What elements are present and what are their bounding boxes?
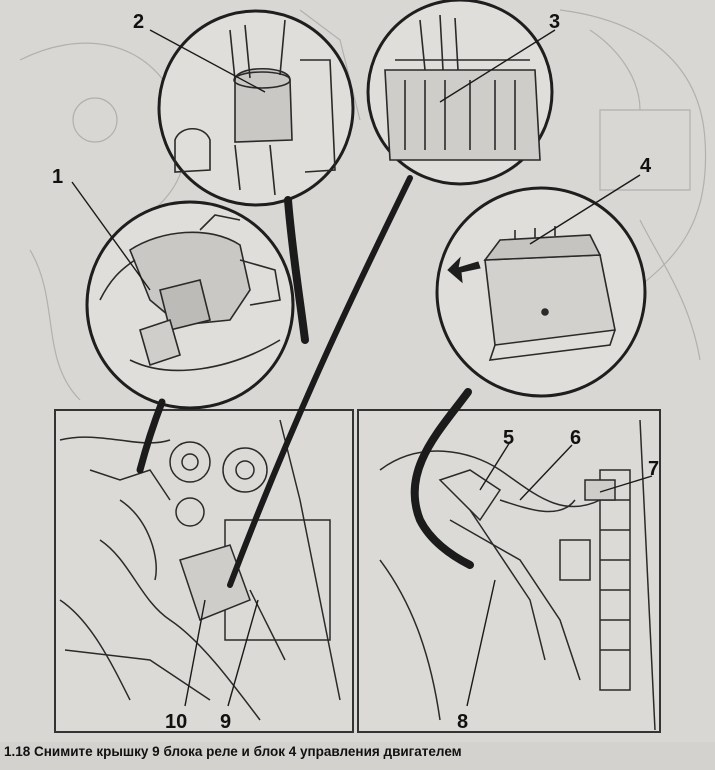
callout-7: 7: [648, 458, 659, 480]
detail-circle-4: [435, 186, 647, 398]
callout-5: 5: [503, 427, 514, 449]
arrow-icon: [447, 256, 481, 284]
callout-2: 2: [133, 11, 144, 33]
lower-left-panel: [54, 409, 354, 733]
detail-circle-3: [366, 0, 554, 186]
detail-circle-1: [85, 200, 295, 410]
background-engine-art: [19, 9, 707, 401]
callout-4: 4: [640, 155, 652, 177]
lower-right-panel: [357, 409, 661, 733]
callout-9: 9: [220, 711, 231, 733]
leader-lines: [71, 29, 653, 707]
callout-10: 10: [165, 711, 187, 733]
detail-circle-2: [157, 9, 355, 207]
callout-6: 6: [570, 427, 581, 449]
caption-background: [0, 742, 715, 770]
callout-8: 8: [457, 711, 468, 733]
callout-3: 3: [549, 11, 560, 33]
magnifier-pointers: [136, 175, 474, 588]
figure-caption: 1.18 Снимите крышку 9 блока реле и блок …: [4, 744, 462, 759]
callout-1: 1: [52, 166, 63, 188]
